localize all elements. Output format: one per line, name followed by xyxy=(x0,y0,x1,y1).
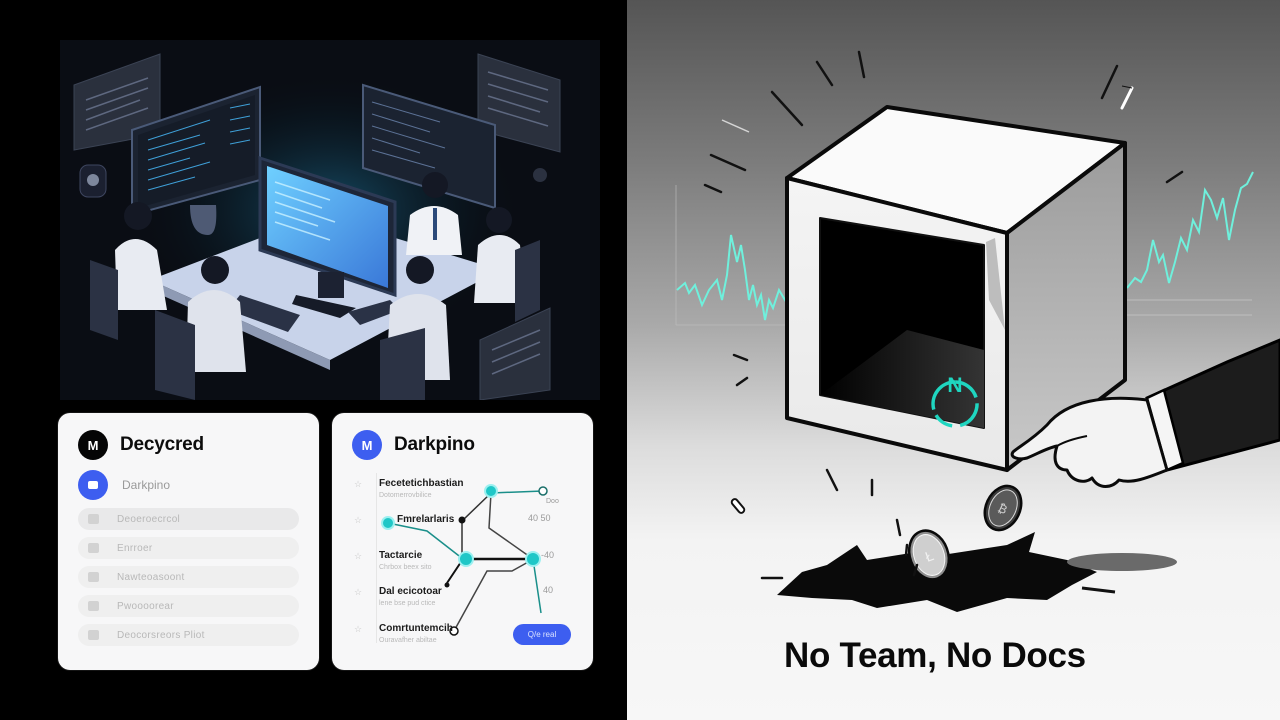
nav-item-label: Deoeroecrcol xyxy=(117,513,181,525)
star-icon: ☆ xyxy=(354,587,363,597)
decycred-logo-icon: M xyxy=(78,430,108,460)
graph-label: Doo xyxy=(546,498,559,505)
decycred-card: M Decycred Darkpino Deoeroecrcol Enrroer… xyxy=(58,413,319,670)
nav-item[interactable]: Deocorsreors Pliot xyxy=(78,624,299,646)
card-header: M Decycred xyxy=(78,430,204,460)
left-panel: M Decycred Darkpino Deoeroecrcol Enrroer… xyxy=(0,0,627,720)
developer-team-illustration xyxy=(60,40,600,400)
project-icon xyxy=(78,470,108,500)
svg-text:N: N xyxy=(947,374,962,397)
divider xyxy=(376,473,377,643)
n-logo-icon: N xyxy=(931,374,979,428)
price-chart-left xyxy=(675,185,810,326)
right-panel: N ₿ Ł No Team, No Docs xyxy=(627,0,1280,720)
nav-list: Deoeroecrcol Enrroer Nawteoasoont Pwoooo… xyxy=(78,508,299,653)
card-title: Darkpino xyxy=(394,434,475,455)
nav-item-label: Nawteoasoont xyxy=(117,571,185,583)
archive-icon xyxy=(88,601,99,611)
nav-item[interactable]: Enrroer xyxy=(78,537,299,559)
nav-item[interactable]: Deoeroecrcol xyxy=(78,508,299,530)
price-chart-right xyxy=(1126,171,1254,316)
nav-item-label: Pwoooorear xyxy=(117,600,174,612)
falling-coin: ₿ xyxy=(983,484,1023,532)
nav-item-label: Deocorsreors Pliot xyxy=(117,629,205,641)
graph-value: -40 xyxy=(541,550,555,560)
list-item[interactable]: ☆ Fmrelarlaris xyxy=(354,514,455,525)
black-box-illustration: N ₿ Ł xyxy=(675,50,1280,612)
graph-value: 40 xyxy=(543,585,554,595)
darkpino-card: M Darkpino xyxy=(332,413,593,670)
darkpino-logo-icon: M xyxy=(352,430,382,460)
star-icon: ☆ xyxy=(354,551,363,561)
sinking-coin: Ł xyxy=(907,529,951,581)
action-button[interactable]: Q/e real xyxy=(513,624,571,645)
star-icon xyxy=(88,543,99,553)
folder-icon xyxy=(88,514,99,524)
graph-value: 40 50 xyxy=(528,513,551,523)
card-title: Decycred xyxy=(120,434,204,455)
star-icon xyxy=(88,572,99,582)
star-icon: ☆ xyxy=(354,479,363,489)
project-selector[interactable]: Darkpino xyxy=(78,470,170,500)
star-icon: ☆ xyxy=(354,515,363,525)
nav-item-label: Enrroer xyxy=(117,542,153,554)
star-icon: ☆ xyxy=(354,624,363,634)
project-label: Darkpino xyxy=(122,478,171,492)
tagline-heading: No Team, No Docs xyxy=(784,636,1086,675)
thumbs-up-icon xyxy=(88,630,99,640)
card-header: M Darkpino xyxy=(352,430,475,460)
nav-item[interactable]: Nawteoasoont xyxy=(78,566,299,588)
nav-item[interactable]: Pwoooorear xyxy=(78,595,299,617)
